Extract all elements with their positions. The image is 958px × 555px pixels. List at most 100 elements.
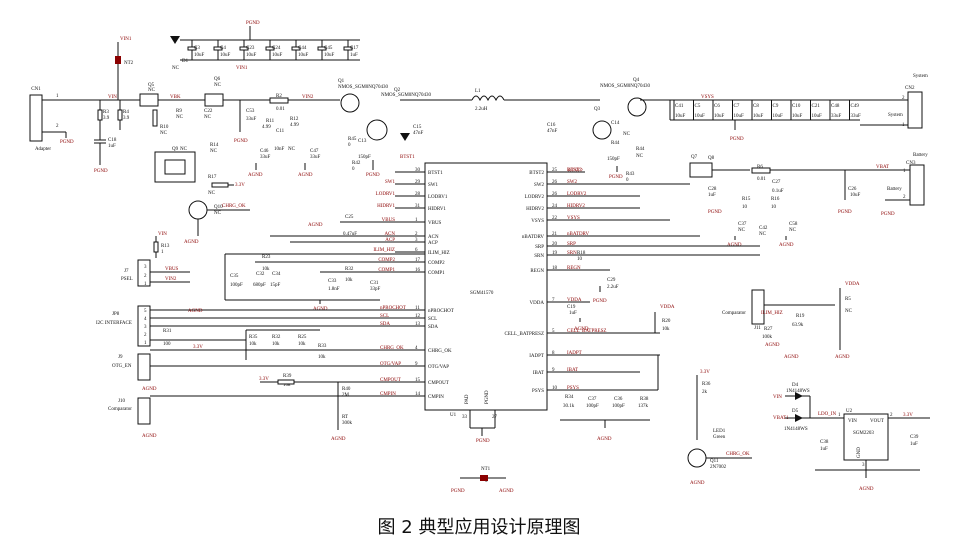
svg-text:47nF: 47nF — [413, 131, 424, 136]
ic-pin-name-left: HIDRV1 — [428, 207, 446, 212]
svg-text:NMOS_SGM0NQ70430: NMOS_SGM0NQ70430 — [600, 84, 651, 89]
svg-text:10k: 10k — [249, 342, 257, 347]
cap-value: 10uF — [773, 114, 784, 119]
ic-pin-name-right: IBAT — [533, 371, 544, 376]
svg-text:10nF: 10nF — [274, 147, 285, 152]
cap-value: 10uF — [246, 53, 257, 58]
svg-text:R10: R10 — [160, 125, 169, 130]
capacitor-symbol — [239, 46, 249, 51]
svg-text:U1: U1 — [450, 413, 457, 418]
svg-text:0: 0 — [348, 143, 351, 148]
comparator-connector-j11: Comparator J11 ILIM_HIZ VDDA R5 NC R19 6… — [722, 282, 860, 360]
svg-text:3.9: 3.9 — [103, 116, 110, 121]
svg-text:R19: R19 — [796, 314, 805, 319]
svg-text:30.1k: 30.1k — [563, 404, 575, 409]
cap-value: 10uF — [714, 114, 725, 119]
svg-text:63.9k: 63.9k — [792, 323, 804, 328]
svg-text:3.3V: 3.3V — [700, 370, 710, 375]
svg-text:NMOS_SGM0NQ70430: NMOS_SGM0NQ70430 — [381, 93, 432, 98]
svg-text:C26: C26 — [848, 187, 857, 192]
svg-text:C15: C15 — [413, 125, 422, 130]
svg-text:PGND: PGND — [60, 140, 74, 145]
ic-pin-name-right: REGN — [530, 269, 544, 274]
svg-text:VDDA: VDDA — [845, 282, 860, 287]
ic-pin-num-right: 5 — [552, 329, 555, 334]
svg-text:0: 0 — [352, 167, 355, 172]
capacitor-symbol — [265, 46, 275, 51]
ic-net-label-right: IBAT — [567, 368, 578, 373]
svg-text:R43: R43 — [626, 172, 635, 177]
ic-net-label-left: LODRV1 — [376, 192, 396, 197]
svg-text:15pF: 15pF — [270, 283, 281, 288]
cap-value: 10uF — [675, 114, 686, 119]
svg-text:1uF: 1uF — [569, 311, 577, 316]
svg-text:AGND: AGND — [184, 240, 199, 245]
svg-text:NT1: NT1 — [481, 467, 491, 472]
d1-diode — [170, 36, 180, 44]
ic-pin-num-left: 14 — [415, 392, 421, 397]
svg-text:AGND: AGND — [779, 243, 794, 248]
svg-text:Q8: Q8 — [708, 156, 715, 161]
svg-text:NC: NC — [214, 211, 222, 216]
ic-net-label-right: SW2 — [567, 180, 578, 185]
ic-pin-num-left: 31 — [415, 204, 421, 209]
ic-net-label-left: CMPOUT — [380, 378, 401, 383]
svg-text:1: 1 — [56, 94, 59, 99]
svg-text:10k: 10k — [272, 342, 280, 347]
svg-text:PGND: PGND — [451, 489, 465, 494]
svg-text:I2C INTERFACE: I2C INTERFACE — [96, 321, 132, 326]
ic-pin-name-left: SW1 — [428, 183, 439, 188]
svg-text:R14: R14 — [210, 143, 219, 148]
ic-pin-name-left: CMPIN — [428, 395, 444, 400]
svg-text:NC: NC — [738, 228, 746, 233]
left-peripherals: C25 0.47uF AGND R23 10k C35 100pF C32 68… — [150, 215, 425, 442]
svg-text:R27: R27 — [764, 327, 773, 332]
svg-text:C27: C27 — [772, 180, 781, 185]
svg-text:2: 2 — [144, 274, 147, 279]
svg-text:VOUT: VOUT — [870, 419, 884, 424]
svg-text:C16: C16 — [547, 123, 556, 128]
svg-text:137k: 137k — [638, 404, 649, 409]
ic-net-label-left: SW1 — [385, 180, 396, 185]
ic-pin-name-left: CHRG_OK — [428, 349, 452, 354]
svg-text:C32: C32 — [256, 272, 265, 277]
svg-text:PGND: PGND — [234, 139, 248, 144]
cap-value: 10uF — [194, 53, 205, 58]
svg-text:System: System — [913, 74, 928, 79]
svg-text:C13: C13 — [358, 139, 367, 144]
ic-pin-name-left: nPROCHOT — [428, 309, 454, 314]
cap-ref: C23 — [246, 46, 255, 51]
svg-text:AGND: AGND — [859, 487, 874, 492]
svg-text:C58: C58 — [789, 222, 798, 227]
capacitor-symbol — [291, 46, 301, 51]
cap-ref: C5 — [695, 104, 701, 109]
cap-value: 10uF — [753, 114, 764, 119]
ic-net-label-right: HIDRV2 — [567, 204, 585, 209]
svg-text:3.9: 3.9 — [123, 116, 130, 121]
svg-text:C28: C28 — [708, 187, 717, 192]
j10-comparator-connector: J10 Comparator AGND — [108, 397, 157, 439]
ldo-section: 3.3V R36 2k LED1 Green CHRG_OK Q11 2N700… — [687, 370, 930, 492]
cap-value: 33uF — [831, 114, 842, 119]
svg-text:VIN: VIN — [158, 232, 167, 237]
svg-text:C25: C25 — [345, 215, 354, 220]
svg-text:R12: R12 — [290, 117, 299, 122]
cap-value: 10uF — [792, 114, 803, 119]
svg-text:4.99: 4.99 — [290, 123, 299, 128]
svg-text:R35: R35 — [249, 335, 258, 340]
svg-text:C31: C31 — [370, 281, 379, 286]
svg-text:VIN: VIN — [848, 419, 857, 424]
ic-pin-name-left: OTG/VAP — [428, 365, 449, 370]
svg-text:L1: L1 — [475, 89, 481, 94]
svg-text:33uF: 33uF — [310, 155, 321, 160]
cap-value: 10uF — [298, 53, 309, 58]
cap-value: 33uF — [851, 114, 862, 119]
cap-ref: C21 — [812, 104, 821, 109]
cap-ref: C49 — [851, 104, 860, 109]
svg-text:300k: 300k — [342, 421, 353, 426]
svg-text:R16: R16 — [771, 197, 780, 202]
svg-text:R23: R23 — [262, 255, 271, 260]
svg-text:C47: C47 — [310, 149, 319, 154]
svg-text:BTST1: BTST1 — [400, 155, 415, 160]
